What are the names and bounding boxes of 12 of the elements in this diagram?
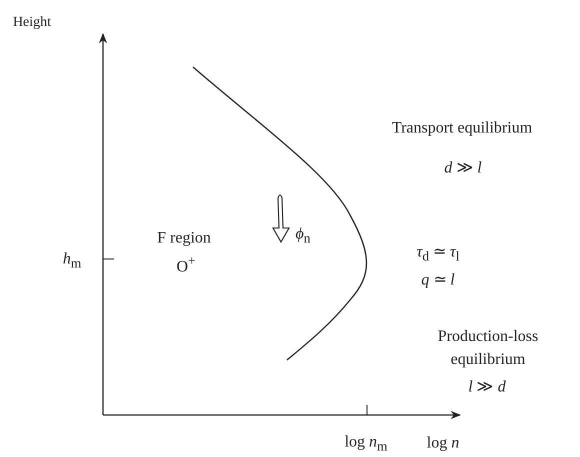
region-label: F region — [157, 228, 211, 248]
formula: d ≫ l — [444, 158, 482, 178]
axis-label: Height — [12, 14, 52, 32]
formula: l ≫ d — [468, 377, 506, 398]
tick-label: log n$_{m}$ — [344, 432, 388, 456]
ion-label: O$^{+}$ — [176, 252, 196, 278]
formula: q ≃ l — [421, 270, 455, 290]
region-label: Transport equilibrium — [392, 118, 532, 138]
axis-label: log n — [426, 433, 460, 454]
formula: τ$_{d}$ ≃ τ$_{l}$ — [416, 242, 460, 266]
tick-label: h$_{m}$ — [62, 249, 82, 272]
flux-symbol: ϕ$_{n}$ — [296, 224, 310, 248]
